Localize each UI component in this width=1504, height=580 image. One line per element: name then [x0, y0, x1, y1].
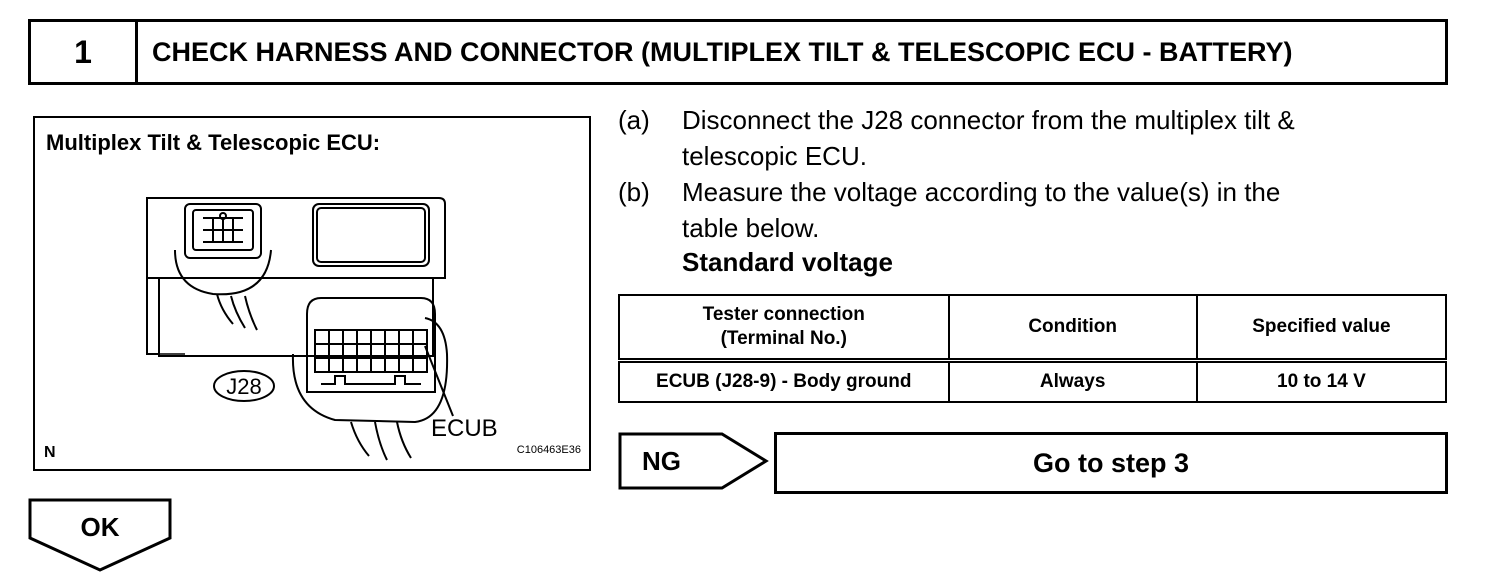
step-b-line-1: Measure the voltage according to the val… — [682, 177, 1281, 207]
table-header-cell: Condition — [947, 294, 1198, 362]
figure-corner-mark: N — [44, 444, 56, 461]
table-cell: ECUB (J28-9) - Body ground — [618, 358, 950, 403]
ng-label: NG — [642, 446, 681, 476]
table-header-row: Tester connection (Terminal No.) Conditi… — [618, 294, 1448, 362]
j28-label: J28 — [226, 374, 261, 399]
table-cell: 10 to 14 V — [1195, 358, 1448, 403]
small-connector-icon — [174, 203, 272, 331]
step-number-box: 1 — [28, 19, 138, 85]
ecu-figure: J28 ECUB Multiplex Tilt & Telescopic ECU… — [33, 116, 591, 471]
figure-title: Multiplex Tilt & Telescopic ECU: — [46, 130, 381, 155]
ecub-label: ECUB — [431, 415, 498, 442]
ng-action-text: Go to step 3 — [1032, 447, 1189, 478]
ng-action-box: Go to step 3 — [774, 432, 1448, 494]
ok-arrow: OK — [28, 498, 172, 572]
step-a-mark: (a) — [618, 105, 650, 135]
step-number: 1 — [74, 33, 92, 70]
ecu-housing-icon — [146, 197, 446, 357]
step-b-mark: (b) — [618, 177, 650, 207]
table-cell: Always — [947, 358, 1198, 403]
ng-arrow: NG — [618, 432, 769, 490]
table-header-cell: Tester connection (Terminal No.) — [618, 294, 950, 362]
j28-connector-icon — [291, 297, 454, 461]
j28-label-oval — [213, 370, 275, 402]
step-title-box: CHECK HARNESS AND CONNECTOR (MULTIPLEX T… — [135, 19, 1448, 85]
standard-voltage-label: Standard voltage — [682, 247, 893, 277]
step-a-line-1: Disconnect the J28 connector from the mu… — [682, 105, 1295, 135]
step-title: CHECK HARNESS AND CONNECTOR (MULTIPLEX T… — [152, 36, 1293, 67]
table-header-cell: Specified value — [1195, 294, 1448, 362]
ok-label: OK — [81, 512, 120, 542]
table-row: ECUB (J28-9) - Body ground Always 10 to … — [618, 358, 1448, 403]
ecu-diagram: J28 ECUB — [146, 197, 498, 461]
spec-table: Tester connection (Terminal No.) Conditi… — [618, 294, 1448, 403]
figure-code: C106463E36 — [516, 444, 581, 456]
step-a-line-2: telescopic ECU. — [682, 141, 867, 171]
step-b-line-2: table below. — [682, 213, 820, 243]
